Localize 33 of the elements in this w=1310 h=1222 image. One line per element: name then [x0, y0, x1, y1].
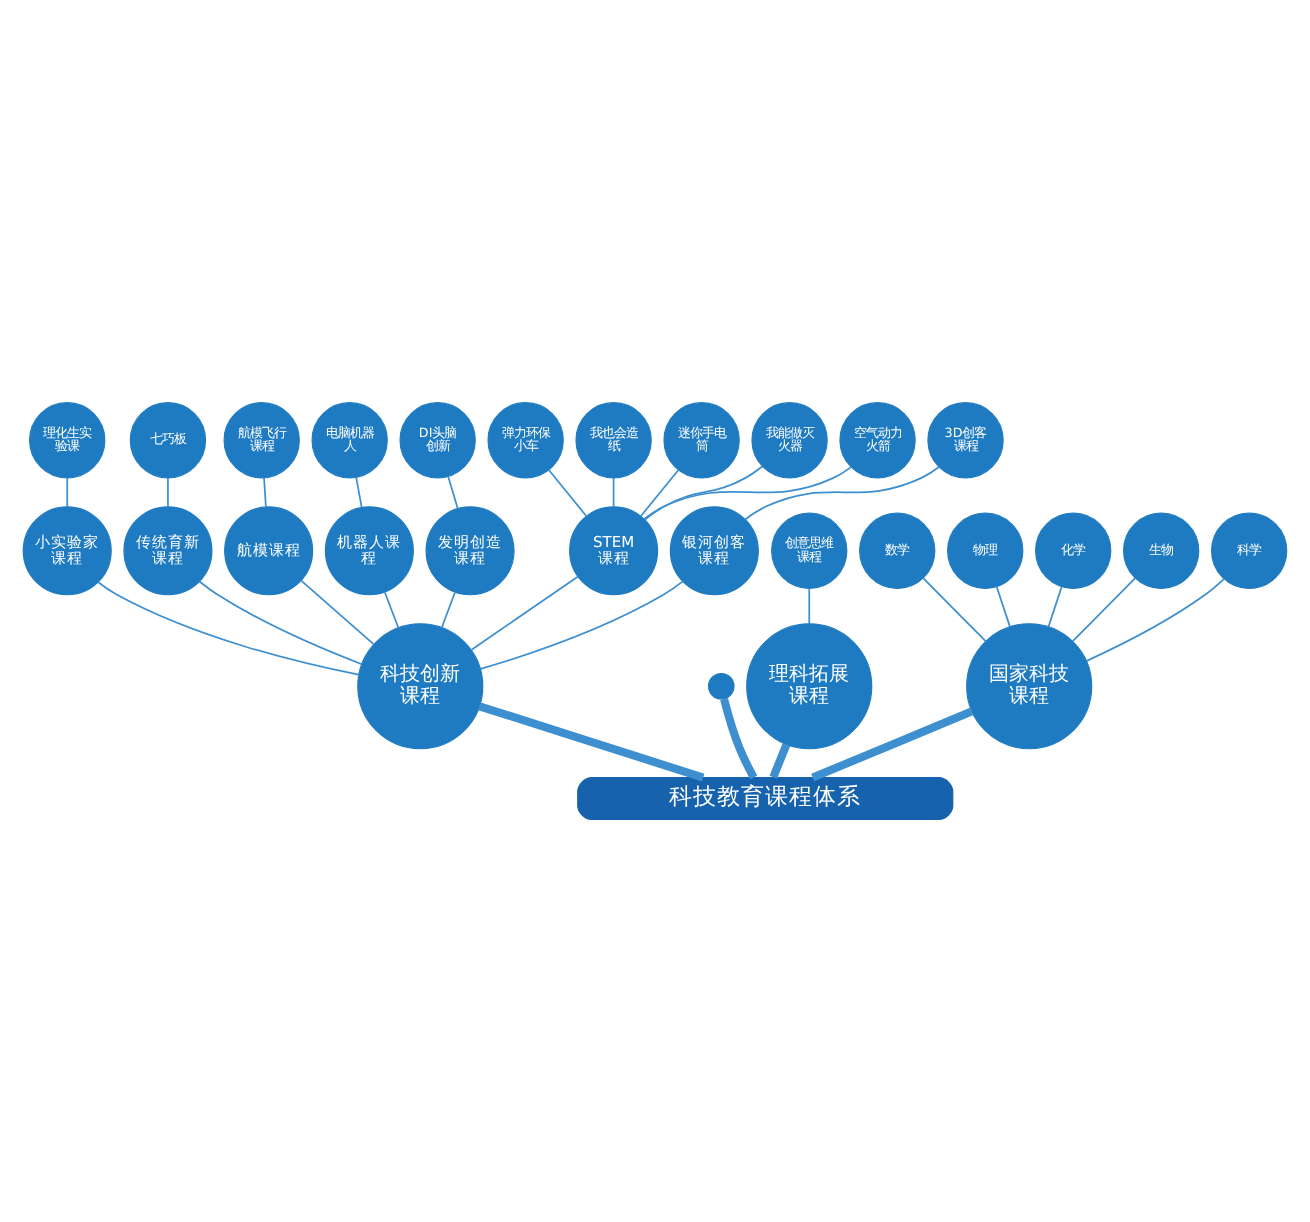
connector	[198, 580, 363, 666]
connector	[263, 477, 267, 508]
connector	[355, 476, 363, 509]
node-circle: 科技创新课程	[357, 623, 484, 750]
connector	[447, 475, 459, 510]
connector	[811, 707, 974, 782]
connector	[744, 466, 940, 521]
node-box: 科技教育课程体系	[577, 777, 954, 820]
connector	[808, 587, 811, 625]
node-circle: 国家科技课程	[966, 623, 1093, 750]
connector	[300, 579, 375, 645]
connector	[644, 465, 764, 521]
connector	[769, 743, 791, 779]
connector	[440, 591, 456, 629]
connector	[1047, 586, 1063, 628]
connector	[922, 577, 987, 642]
connector	[97, 581, 360, 676]
connector	[470, 575, 579, 651]
connector	[167, 477, 169, 508]
connector	[640, 469, 680, 517]
connector	[995, 586, 1011, 628]
node-circle: 理科拓展课程	[746, 623, 873, 750]
connector	[479, 580, 684, 670]
connector	[720, 697, 758, 780]
connector	[1085, 578, 1225, 662]
connector	[612, 477, 615, 508]
connector	[66, 477, 69, 508]
connector	[547, 469, 588, 517]
connector	[643, 466, 852, 520]
connector	[478, 702, 705, 782]
node-circle	[707, 672, 735, 700]
connector	[1071, 577, 1136, 642]
connector	[383, 591, 400, 629]
